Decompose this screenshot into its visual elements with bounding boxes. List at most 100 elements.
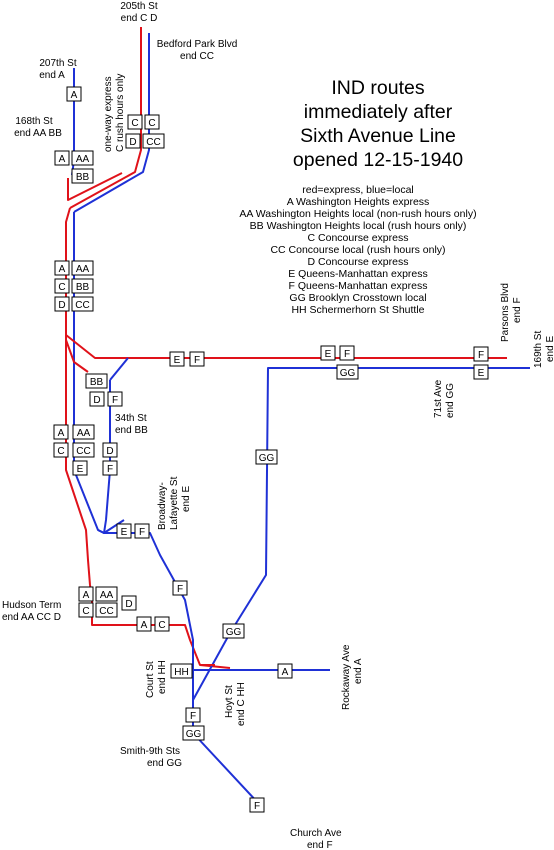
route-marker-f-parsons: F bbox=[473, 346, 489, 362]
label-71st-ave: 71st Ave bbox=[433, 379, 444, 418]
route-marker-box bbox=[185, 707, 201, 723]
route-marker-box bbox=[54, 260, 70, 276]
queens-express-line bbox=[65, 334, 507, 359]
route-marker-label: AA bbox=[76, 154, 90, 165]
label-bedford-park-end: end CC bbox=[180, 51, 214, 62]
label-smith-9th-end: end GG bbox=[147, 758, 182, 769]
label-hoyt-st-end: end C HH bbox=[236, 682, 247, 726]
route-marker-label: A bbox=[282, 667, 289, 678]
legend-line-3: BB Washington Heights local (rush hours … bbox=[250, 220, 467, 232]
legend-line-10: HH Schermerhorn St Shuttle bbox=[291, 304, 424, 316]
route-marker-label: F bbox=[139, 527, 145, 538]
route-marker-label: BB bbox=[90, 377, 104, 388]
label-church-ave: Church Ave bbox=[290, 828, 342, 839]
label-rockaway-ave: Rockaway Ave bbox=[341, 644, 352, 710]
label-bedford-park-blvd: Bedford Park Blvd bbox=[157, 39, 238, 50]
route-marker-label: D bbox=[58, 300, 65, 311]
title-line-4: opened 12-15-1940 bbox=[293, 149, 463, 171]
route-marker-box bbox=[277, 663, 293, 679]
route-marker-gg-smith: GG bbox=[182, 725, 205, 741]
legend-line-2: AA Washington Heights local (non-rush ho… bbox=[239, 208, 476, 220]
route-marker-box bbox=[249, 797, 265, 813]
route-marker-box bbox=[72, 442, 95, 458]
label-lafayette-st: Lafayette St bbox=[169, 476, 180, 530]
route-marker-f-south: F bbox=[172, 580, 188, 596]
route-marker-a-hud: A bbox=[78, 586, 94, 602]
legend-line-7: E Queens-Manhattan express bbox=[288, 268, 428, 280]
route-marker-gg-bk: GG bbox=[222, 623, 245, 639]
route-marker-box bbox=[134, 523, 150, 539]
route-marker-box bbox=[72, 424, 95, 440]
route-marker-label: C bbox=[131, 118, 138, 129]
label-court-st-end: end HH bbox=[157, 660, 168, 694]
route-marker-label: CC bbox=[75, 300, 89, 311]
route-marker-label: A bbox=[71, 90, 78, 101]
route-marker-bb-168: BB bbox=[71, 168, 94, 184]
label-207th-st-end: end A bbox=[39, 70, 65, 81]
legend-line-1: A Washington Heights express bbox=[287, 196, 430, 208]
route-marker-box bbox=[102, 442, 118, 458]
route-marker-c-bk: C bbox=[154, 616, 170, 632]
route-marker-a-w4: A bbox=[53, 424, 69, 440]
route-marker-cc-top: CC bbox=[142, 133, 165, 149]
route-marker-box bbox=[169, 351, 185, 367]
route-marker-label: F bbox=[177, 584, 183, 595]
route-marker-label: BB bbox=[76, 172, 90, 183]
wh-express-upper-line bbox=[67, 172, 123, 201]
route-marker-label: D bbox=[125, 599, 132, 610]
route-marker-label: E bbox=[478, 368, 485, 379]
route-marker-label: D bbox=[129, 137, 136, 148]
route-marker-a-bk: A bbox=[136, 616, 152, 632]
label-church-ave-end: end F bbox=[307, 840, 333, 850]
route-marker-aa-mid: AA bbox=[71, 260, 94, 276]
route-marker-label: A bbox=[58, 428, 65, 439]
route-marker-c2-top: C bbox=[144, 114, 160, 130]
route-marker-box bbox=[121, 595, 137, 611]
route-marker-box bbox=[78, 586, 94, 602]
route-marker-box bbox=[142, 133, 165, 149]
legend-line-6: D Concourse express bbox=[308, 256, 409, 268]
label-broadway-end: end E bbox=[181, 486, 192, 512]
legend-line-8: F Queens-Manhattan express bbox=[289, 280, 428, 292]
route-marker-cc-w4: CC bbox=[72, 442, 95, 458]
route-marker-c-top: C bbox=[127, 114, 143, 130]
route-marker-label: AA bbox=[76, 264, 90, 275]
route-marker-f-34: F bbox=[107, 391, 123, 407]
label-one-way-express: one-way express bbox=[103, 76, 114, 152]
label-169th-st: 169th St bbox=[533, 331, 544, 368]
route-marker-label: F bbox=[478, 350, 484, 361]
route-marker-box bbox=[170, 663, 193, 679]
label-168th-st-end: end AA BB bbox=[14, 128, 62, 139]
route-marker-d-mid: D bbox=[54, 296, 70, 312]
route-marker-label: E bbox=[325, 349, 332, 360]
route-marker-label: AA bbox=[77, 428, 91, 439]
route-marker-label: F bbox=[107, 464, 113, 475]
route-marker-box bbox=[78, 602, 94, 618]
route-marker-bb-34: BB bbox=[85, 373, 108, 389]
label-34th-st: 34th St bbox=[115, 413, 147, 424]
route-marker-f-bl: F bbox=[134, 523, 150, 539]
crosstown-line bbox=[192, 367, 440, 701]
route-marker-box bbox=[154, 616, 170, 632]
route-marker-box bbox=[320, 345, 336, 361]
route-marker-box bbox=[255, 449, 278, 465]
legend: red=express, blue=local A Washington Hei… bbox=[239, 184, 476, 316]
label-parsons-blvd: Parsons Blvd bbox=[500, 283, 511, 342]
route-marker-box bbox=[54, 150, 70, 166]
title-line-3: Sixth Avenue Line bbox=[300, 125, 456, 147]
label-205th-st: 205th St bbox=[120, 1, 157, 12]
route-marker-box bbox=[53, 442, 69, 458]
route-marker-box bbox=[473, 346, 489, 362]
route-marker-f-smith: F bbox=[185, 707, 201, 723]
route-marker-gg-mid: GG bbox=[255, 449, 278, 465]
label-205th-st-end: end C D bbox=[121, 13, 158, 24]
route-marker-d-hud: D bbox=[121, 595, 137, 611]
route-marker-box bbox=[125, 133, 141, 149]
label-c-rush-hours: C rush hours only bbox=[115, 74, 126, 152]
label-hudson-term-end: end AA CC D bbox=[2, 612, 61, 623]
label-smith-9th-sts: Smith-9th Sts bbox=[120, 746, 180, 757]
cpw-express-line bbox=[65, 207, 91, 586]
route-marker-label: F bbox=[112, 395, 118, 406]
